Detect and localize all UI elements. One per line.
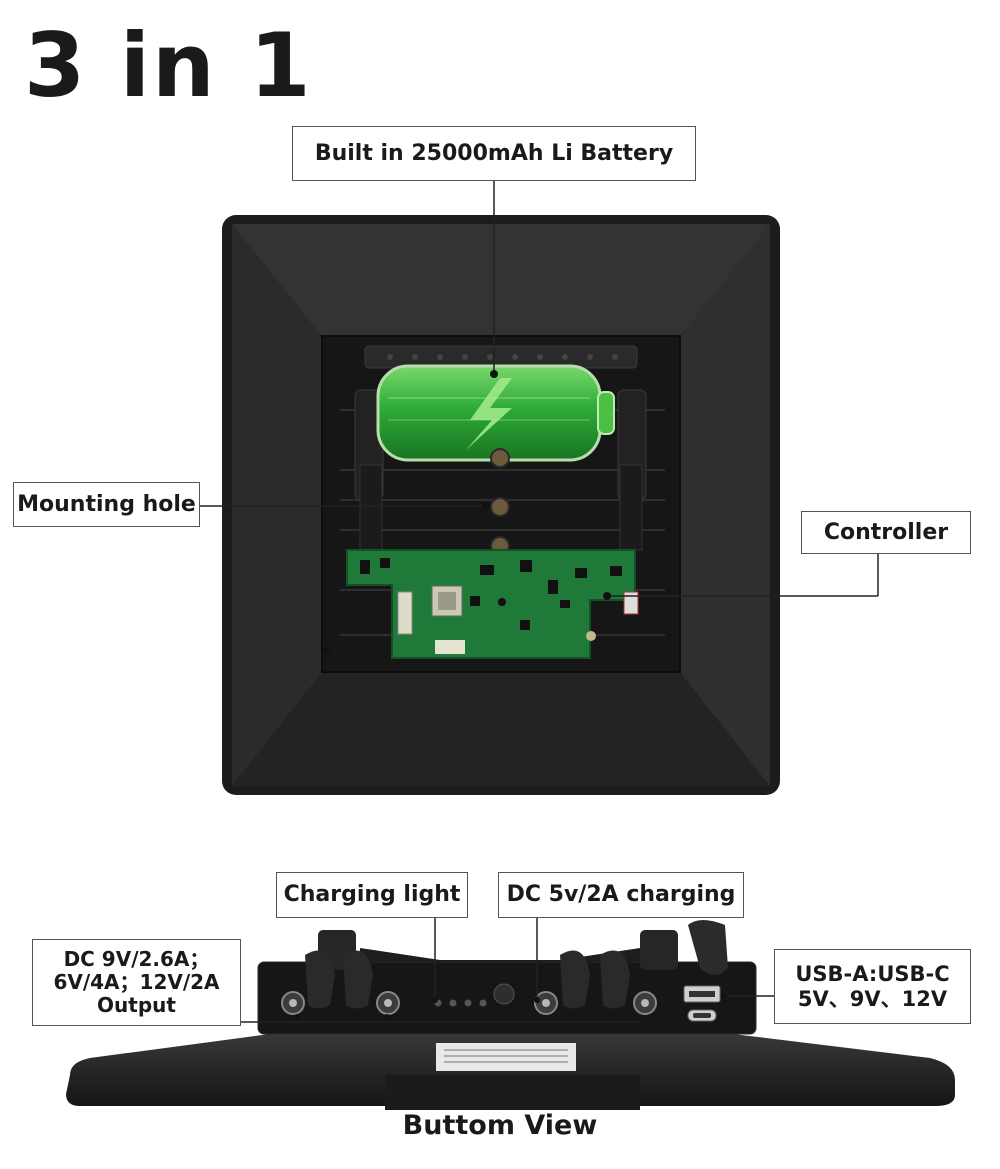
bottom-view-housing bbox=[66, 920, 955, 1110]
charging-light-callout-label: Charging light bbox=[283, 882, 461, 908]
mounting-screws bbox=[490, 448, 510, 556]
mounting-hole-callout-label: Mounting hole bbox=[17, 491, 196, 517]
headline: 3 in 1 bbox=[24, 14, 313, 117]
controller-callout-label: Controller bbox=[823, 519, 949, 545]
usb-a-port bbox=[683, 985, 721, 1003]
charging-light-callout: Charging light bbox=[276, 872, 468, 918]
dc-output-line-2: 6V/4A；12V/2A bbox=[53, 970, 220, 994]
leader-lines bbox=[200, 181, 879, 1026]
dc-output-line-1: DC 9V/2.6A； bbox=[63, 947, 210, 971]
battery-callout-label: Built in 25000mAh Li Battery bbox=[314, 140, 674, 166]
bottom-view-caption: Buttom View bbox=[402, 1110, 598, 1141]
dc-output-port-1 bbox=[281, 991, 305, 1015]
dc-output-port-2 bbox=[376, 991, 400, 1015]
controller-pcb bbox=[346, 549, 639, 659]
power-button bbox=[493, 983, 515, 1005]
battery-icon bbox=[376, 364, 615, 462]
dc-charging-callout-label: DC 5v/2A charging bbox=[506, 882, 736, 908]
dc-output-line-3: Output bbox=[97, 993, 176, 1017]
usb-callout: USB-A:USB-C 5V、9V、12V bbox=[774, 949, 971, 1024]
dc-output-callout: DC 9V/2.6A； 6V/4A；12V/2A Output bbox=[32, 939, 241, 1026]
dc-charging-callout: DC 5v/2A charging bbox=[498, 872, 744, 918]
mounting-hole-callout: Mounting hole bbox=[13, 482, 200, 527]
dc-input-port bbox=[534, 991, 558, 1015]
controller-callout: Controller bbox=[801, 511, 971, 554]
usb-c-port bbox=[687, 1009, 717, 1022]
battery-callout: Built in 25000mAh Li Battery bbox=[292, 126, 696, 181]
charging-indicator-lights bbox=[434, 999, 487, 1007]
usb-callout-line-1: USB-A:USB-C bbox=[795, 962, 950, 987]
dc-output-port-3 bbox=[633, 991, 657, 1015]
usb-callout-line-2: 5V、9V、12V bbox=[797, 986, 948, 1011]
